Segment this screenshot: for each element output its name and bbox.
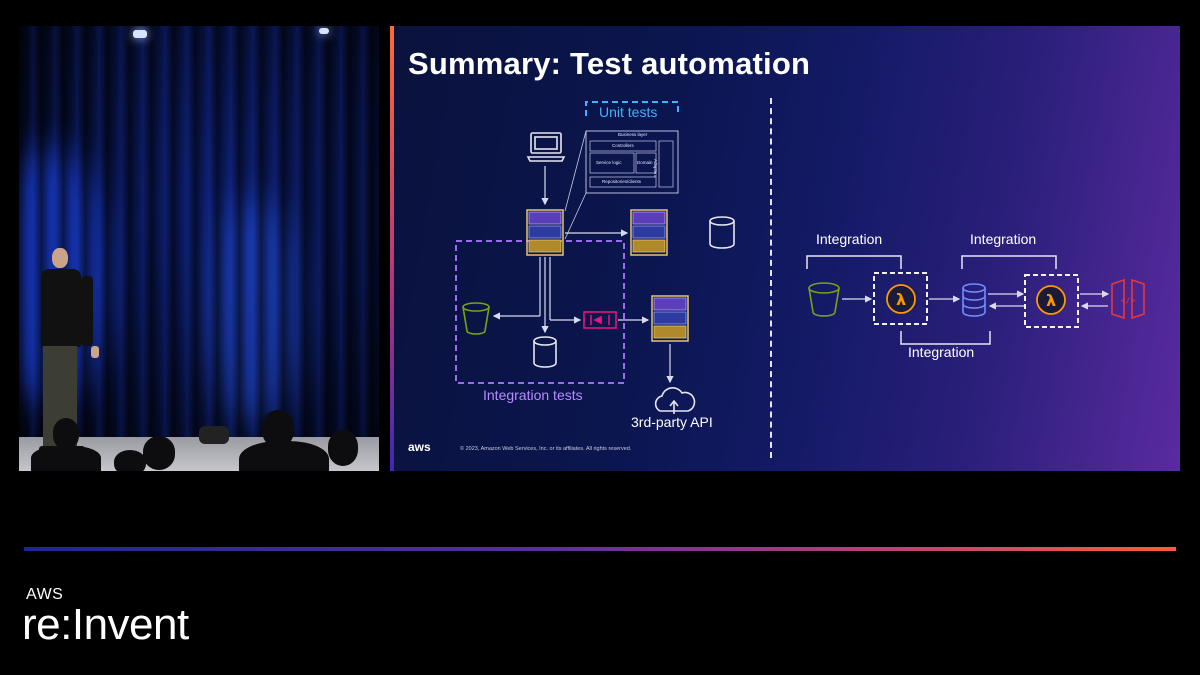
architecture-diagram: λ λ </> <box>455 101 1145 414</box>
layer-label: Controllers <box>612 143 634 148</box>
stage-monitor <box>199 426 229 444</box>
api-gateway-icon: </> <box>1111 278 1145 320</box>
presenter-video <box>19 26 379 471</box>
database-icon <box>709 216 735 249</box>
dynamodb-icon <box>962 283 986 317</box>
integration-label-bottom: Integration <box>908 344 975 360</box>
integration-bracket-right <box>961 255 1057 269</box>
s3-bucket-icon <box>808 282 840 317</box>
laptop-icon <box>526 132 566 162</box>
slide-title: Summary: Test automation <box>408 46 811 81</box>
layer-label: Adapters <box>653 159 658 178</box>
lambda-dashed-box <box>873 272 928 325</box>
integration-bracket-left <box>806 255 902 269</box>
lambda-dashed-box <box>1024 274 1079 328</box>
event-bridge-icon <box>583 311 617 329</box>
slide-divider <box>770 98 772 458</box>
integration-label-right: Integration <box>970 231 1037 247</box>
svg-text:λ: λ <box>896 290 906 309</box>
copyright-notice: © 2023, Amazon Web Services, Inc. or its… <box>460 446 632 452</box>
ceiling-light <box>319 28 329 34</box>
layer-architecture-panel <box>564 130 679 240</box>
svg-text:</>: </> <box>1121 296 1136 305</box>
s3-bucket-icon <box>462 302 490 335</box>
stage-curtain <box>19 26 379 471</box>
cloud-upload-icon <box>654 387 696 414</box>
ceiling-light <box>133 30 147 38</box>
layer-label: Repositories/clients <box>602 179 642 184</box>
database-icon <box>533 336 557 368</box>
audience-head <box>328 430 358 466</box>
lambda-icon: λ <box>886 284 916 314</box>
integration-label-left: Integration <box>816 231 883 247</box>
aws-logo: aws <box>408 440 431 454</box>
unit-tests-label: Unit tests <box>599 104 658 120</box>
layer-label: Business layer <box>618 132 648 137</box>
lambda-icon: λ <box>1036 285 1066 315</box>
layer-label: Domain <box>637 160 653 165</box>
unit-tests-bracket <box>585 101 679 116</box>
brand-reinvent-text: re:Invent <box>22 600 189 649</box>
third-party-api-label: 3rd-party API <box>631 414 713 430</box>
svg-text:λ: λ <box>1046 291 1056 310</box>
audience-head <box>53 418 79 450</box>
audience-head <box>114 450 146 471</box>
service-stack-downstream <box>630 209 668 256</box>
presentation-slide: Summary: Test automation <box>390 26 1180 471</box>
service-stack-main <box>526 209 564 256</box>
service-stack-consumer <box>651 295 689 342</box>
brand-gradient-band <box>24 547 1176 551</box>
brand-aws-text: AWS <box>26 586 64 603</box>
layer-label: Service logic <box>596 160 622 165</box>
audience-head <box>143 436 175 470</box>
audience-shoulders <box>239 441 329 471</box>
audience-shoulders <box>31 446 101 471</box>
integration-bracket-bottom <box>900 331 991 345</box>
integration-tests-label: Integration tests <box>483 387 583 403</box>
